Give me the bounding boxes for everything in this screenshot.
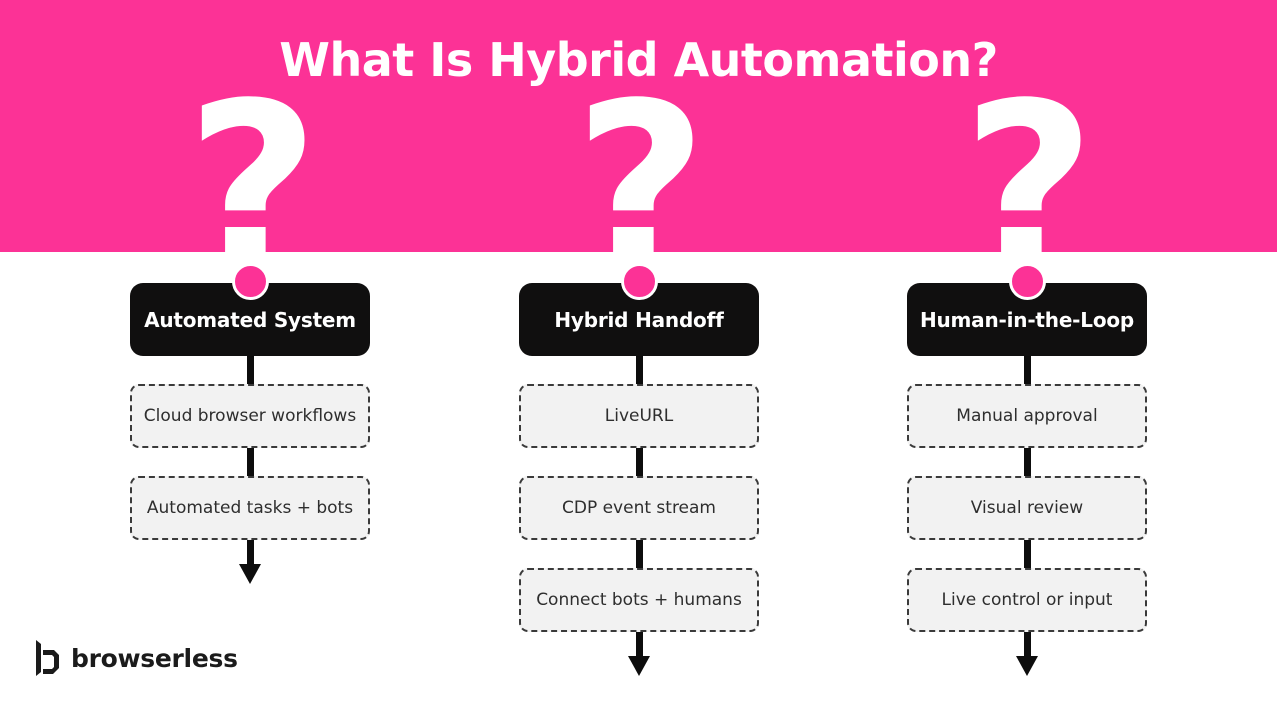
connector-line (635, 448, 643, 476)
connector-line (246, 448, 254, 476)
flow-column-automated-system: Automated System Cloud browser workflows… (130, 263, 370, 584)
flow-end-arrow-icon (1016, 632, 1038, 676)
step-card[interactable]: Manual approval (907, 384, 1147, 448)
flow-board: Automated System Cloud browser workflows… (0, 252, 1277, 711)
browserless-logo-icon (36, 640, 59, 676)
connector-line (1023, 448, 1031, 476)
step-card[interactable]: LiveURL (519, 384, 759, 448)
brand-name: browserless (71, 643, 238, 673)
arrow-stem (635, 632, 643, 658)
flow-end-arrow-icon (628, 632, 650, 676)
column-header-label: Automated System (144, 307, 356, 332)
step-label: Live control or input (941, 590, 1113, 610)
pink-dot-icon (232, 263, 269, 300)
column-header-wrap: Hybrid Handoff (519, 263, 759, 356)
flow-column-hybrid-handoff: Hybrid Handoff LiveURL CDP event stream … (519, 263, 759, 676)
step-label: CDP event stream (561, 498, 716, 518)
brand-lockup: browserless (34, 638, 238, 678)
step-card[interactable]: Cloud browser workflows (130, 384, 370, 448)
column-header-label: Human-in-the-Loop (919, 307, 1135, 332)
question-mark-icon-2: ? (574, 55, 708, 253)
pink-dot-icon (621, 263, 658, 300)
step-label: Connect bots + humans (536, 590, 742, 610)
question-mark-icon-1: ? (186, 55, 320, 253)
arrow-stem (246, 540, 254, 566)
step-label: Cloud browser workflows (143, 406, 357, 426)
connector-line (635, 356, 643, 384)
column-header-wrap: Human-in-the-Loop (907, 263, 1147, 356)
arrow-head (1016, 656, 1038, 676)
connector-line (635, 540, 643, 568)
step-label: Visual review (970, 498, 1084, 518)
column-header-wrap: Automated System (130, 263, 370, 356)
arrow-head (628, 656, 650, 676)
step-label: LiveURL (604, 406, 674, 426)
page-title: What Is Hybrid Automation? (279, 33, 998, 87)
step-card[interactable]: CDP event stream (519, 476, 759, 540)
step-card[interactable]: Automated tasks + bots (130, 476, 370, 540)
pink-dot-icon (1009, 263, 1046, 300)
flow-column-human-in-the-loop: Human-in-the-Loop Manual approval Visual… (907, 263, 1147, 676)
column-header-label: Hybrid Handoff (554, 307, 724, 332)
connector-line (1023, 356, 1031, 384)
step-card[interactable]: Connect bots + humans (519, 568, 759, 632)
arrow-head (239, 564, 261, 584)
step-label: Automated tasks + bots (146, 498, 354, 518)
hero-banner: What Is Hybrid Automation? ? ? ? (0, 0, 1277, 252)
connector-line (246, 356, 254, 384)
connector-line (1023, 540, 1031, 568)
step-card[interactable]: Live control or input (907, 568, 1147, 632)
question-mark-icon-3: ? (962, 55, 1096, 253)
step-label: Manual approval (956, 406, 1098, 426)
arrow-stem (1023, 632, 1031, 658)
step-card[interactable]: Visual review (907, 476, 1147, 540)
flow-end-arrow-icon (239, 540, 261, 584)
